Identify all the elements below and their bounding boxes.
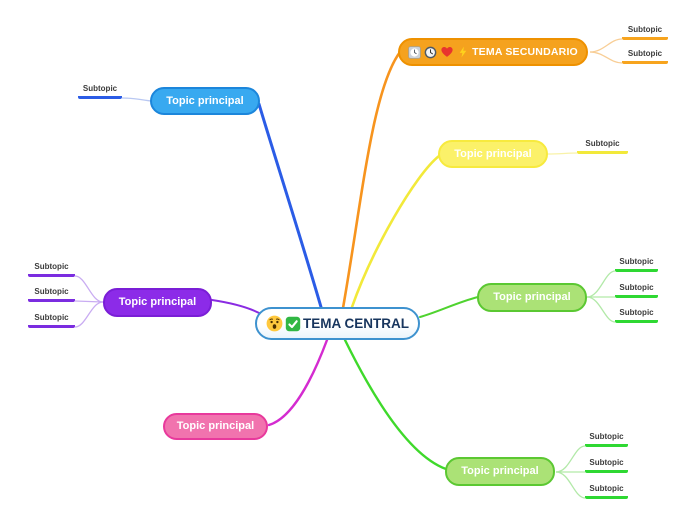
topic-label: Topic principal xyxy=(461,465,539,477)
subtopic-node[interactable]: Subtopic xyxy=(28,262,75,277)
subtopic-node[interactable]: Subtopic xyxy=(622,25,668,40)
subtopic-label: Subtopic xyxy=(589,484,624,493)
subtopic-link-purple-2 xyxy=(74,300,104,303)
branch-line-lime xyxy=(419,296,479,318)
branch-line-green-bottom xyxy=(343,338,448,471)
topic-label: Topic principal xyxy=(176,420,255,432)
subtopic-label: Subtopic xyxy=(82,84,118,93)
secondary-topic-node[interactable]: TEMA SECUNDARIO xyxy=(398,38,588,66)
check-mark-icon xyxy=(285,316,301,332)
subtopic-label: Subtopic xyxy=(585,139,620,148)
subtopic-link-purple-3 xyxy=(74,301,104,328)
subtopic-label: Subtopic xyxy=(627,25,663,34)
subtopic-node[interactable]: Subtopic xyxy=(78,84,122,99)
topic-node-yellow[interactable]: Topic principal xyxy=(438,140,548,168)
subtopic-link-orange-2 xyxy=(589,51,623,64)
branch-line-pink xyxy=(267,338,329,427)
topic-label: Topic principal xyxy=(454,147,532,160)
subtopic-link-orange-1 xyxy=(589,38,623,53)
subtopic-link-lime-1 xyxy=(586,270,616,298)
subtopic-link-purple-1 xyxy=(74,275,104,303)
topic-label: Topic principal xyxy=(493,291,571,303)
branch-line-purple xyxy=(211,299,262,315)
heart-icon xyxy=(440,45,454,59)
subtopic-node[interactable]: Subtopic xyxy=(28,313,75,328)
subtopic-label: Subtopic xyxy=(589,432,624,441)
subtopic-link-greenb-1 xyxy=(555,445,586,473)
timer-clock-icon xyxy=(408,45,421,59)
topic-label: Topic principal xyxy=(166,94,244,107)
branch-line-blue xyxy=(257,102,323,309)
subtopic-label: Subtopic xyxy=(627,49,663,58)
lightning-icon xyxy=(457,46,469,58)
surprised-face-icon xyxy=(266,315,283,332)
subtopic-node[interactable]: Subtopic xyxy=(622,49,668,64)
central-topic-node[interactable]: TEMA CENTRAL xyxy=(255,307,420,340)
subtopic-node[interactable]: Subtopic xyxy=(585,458,628,473)
subtopic-node[interactable]: Subtopic xyxy=(615,283,658,298)
subtopic-label: Subtopic xyxy=(34,262,69,271)
subtopic-node[interactable]: Subtopic xyxy=(28,287,75,302)
topic-node-blue[interactable]: Topic principal xyxy=(150,87,260,115)
subtopic-node[interactable]: Subtopic xyxy=(615,308,658,323)
subtopic-link-greenb-3 xyxy=(555,471,586,499)
subtopic-link-yellow xyxy=(547,152,578,155)
subtopic-node[interactable]: Subtopic xyxy=(577,139,628,154)
subtopic-link-blue xyxy=(121,97,152,102)
topic-node-green-bottom[interactable]: Topic principal xyxy=(445,457,555,486)
subtopic-label: Subtopic xyxy=(619,283,654,292)
subtopic-node[interactable]: Subtopic xyxy=(615,257,658,272)
central-topic-label: TEMA CENTRAL xyxy=(303,315,409,331)
subtopic-label: Subtopic xyxy=(619,257,654,266)
subtopic-label: Subtopic xyxy=(589,458,624,467)
clock-icon xyxy=(424,46,437,59)
branch-line-yellow xyxy=(350,154,441,309)
subtopic-label: Subtopic xyxy=(34,287,69,296)
subtopic-node[interactable]: Subtopic xyxy=(585,432,628,447)
subtopic-label: Subtopic xyxy=(34,313,69,322)
subtopic-link-lime-3 xyxy=(586,296,616,323)
subtopic-node[interactable]: Subtopic xyxy=(585,484,628,499)
topic-node-purple[interactable]: Topic principal xyxy=(103,288,212,317)
branch-line-secundario xyxy=(341,50,402,310)
subtopic-label: Subtopic xyxy=(619,308,654,317)
secondary-topic-label: TEMA SECUNDARIO xyxy=(472,45,578,58)
topic-label: Topic principal xyxy=(118,296,197,308)
topic-node-pink[interactable]: Topic principal xyxy=(163,413,268,440)
topic-node-lime[interactable]: Topic principal xyxy=(477,283,587,312)
